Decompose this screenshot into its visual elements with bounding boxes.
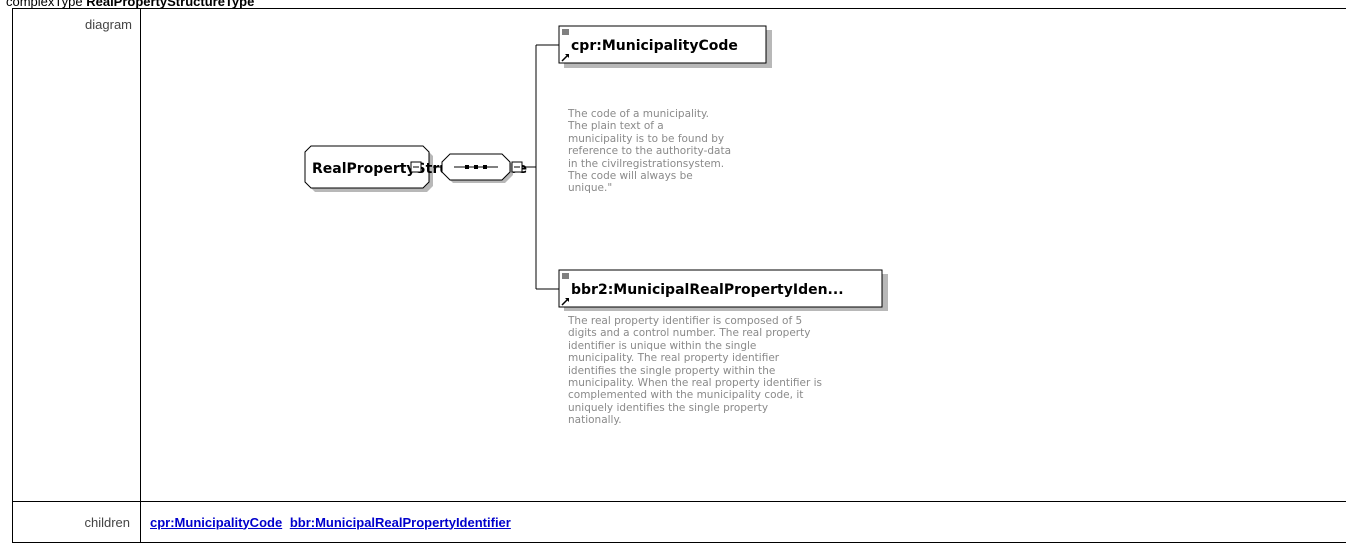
children-links: cpr:MunicipalityCode bbr:MunicipalRealPr… bbox=[140, 501, 1346, 543]
element-documentation-2: The real property identifier is composed… bbox=[568, 315, 823, 427]
diagram-cell: RealPropertyStructureType bbox=[140, 8, 1346, 502]
schema-diagram: RealPropertyStructureType bbox=[304, 25, 888, 311]
properties-table: diagram bbox=[12, 8, 1346, 543]
heading-name: RealPropertyStructureType bbox=[86, 0, 255, 9]
element-node-municipality-code[interactable]: cpr:MunicipalityCode bbox=[558, 25, 772, 68]
root-collapse-toggle[interactable] bbox=[410, 161, 422, 173]
element-label-2: bbr2:MunicipalRealPropertyIden... bbox=[571, 282, 844, 298]
sequence-compositor[interactable] bbox=[441, 153, 513, 183]
sequence-collapse-toggle[interactable] bbox=[511, 161, 523, 173]
child-link-municipality-code[interactable]: cpr:MunicipalityCode bbox=[150, 514, 283, 530]
page-heading: complexType RealPropertyStructureType bbox=[6, 0, 254, 9]
reference-arrow-icon bbox=[561, 298, 569, 306]
documentation-icon bbox=[562, 273, 569, 279]
children-label: children bbox=[12, 501, 141, 543]
sequence-icon bbox=[454, 165, 498, 169]
element-node-municipal-real-property-identifier[interactable]: bbr2:MunicipalRealPropertyIden... bbox=[558, 269, 888, 311]
documentation-icon bbox=[562, 29, 569, 35]
diagram-row: diagram bbox=[12, 8, 1346, 502]
heading-prefix: complexType bbox=[6, 0, 83, 9]
element-label-1: cpr:MunicipalityCode bbox=[571, 38, 738, 54]
reference-arrow-icon bbox=[561, 54, 569, 62]
child-link-municipal-real-property-identifier[interactable]: bbr:MunicipalRealPropertyIdentifier bbox=[289, 514, 511, 530]
element-documentation-1: The code of a municipality. The plain te… bbox=[568, 108, 732, 195]
children-row: children cpr:MunicipalityCode bbr:Munici… bbox=[12, 501, 1346, 543]
diagram-label: diagram bbox=[12, 8, 141, 502]
